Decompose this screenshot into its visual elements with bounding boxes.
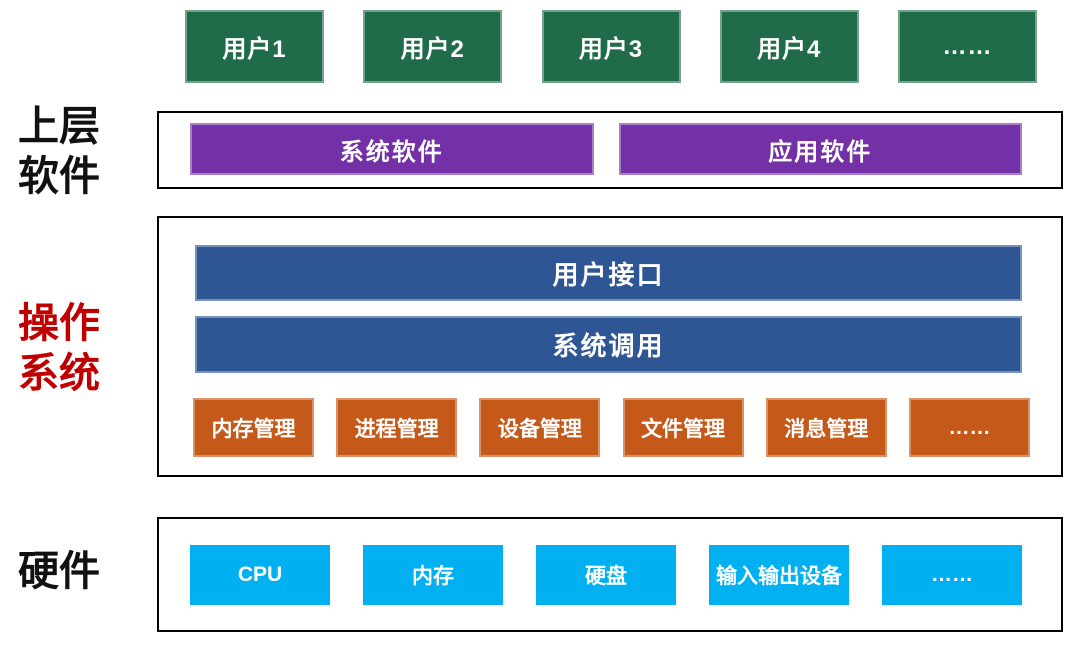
hardware-label: 硬件 (8, 546, 110, 596)
module-box-ellipsis: …… (908, 398, 1030, 457)
user-interface-bar: 用户接口 (195, 245, 1022, 301)
system-software-box: 系统软件 (190, 123, 594, 175)
module-box-process: 进程管理 (336, 398, 458, 457)
user-box-4: 用户4 (719, 10, 859, 83)
users-row: 用户1 用户2 用户3 用户4 …… (185, 10, 1037, 83)
hardware-box-disk: 硬盘 (536, 545, 676, 605)
user-box-1: 用户1 (185, 10, 324, 83)
user-box-ellipsis: …… (898, 10, 1037, 83)
upper-software-label-line-1: 上层 (18, 103, 100, 149)
os-label-line-1: 操作 (18, 300, 100, 346)
os-module-row: 内存管理 进程管理 设备管理 文件管理 消息管理 …… (193, 398, 1030, 457)
module-box-device: 设备管理 (479, 398, 601, 457)
hardware-box-ellipsis: …… (882, 545, 1022, 605)
module-box-message: 消息管理 (765, 398, 887, 457)
os-section: 用户接口 系统调用 内存管理 进程管理 设备管理 文件管理 消息管理 …… (157, 216, 1063, 477)
user-box-3: 用户3 (541, 10, 681, 83)
module-box-memory: 内存管理 (193, 398, 314, 457)
os-label-line-2: 系统 (18, 350, 100, 396)
hardware-box-memory: 内存 (363, 545, 503, 605)
hardware-box-cpu: CPU (190, 545, 330, 605)
application-software-box: 应用软件 (618, 123, 1022, 175)
hardware-box-io: 输入输出设备 (709, 545, 849, 605)
hardware-row: CPU 内存 硬盘 输入输出设备 …… (190, 545, 1022, 605)
os-label: 操作 系统 (8, 298, 110, 398)
software-row: 系统软件 应用软件 (190, 123, 1022, 175)
system-call-bar: 系统调用 (195, 316, 1022, 373)
upper-software-label: 上层 软件 (8, 101, 110, 201)
hardware-label-line-1: 硬件 (18, 548, 100, 594)
upper-software-section: 系统软件 应用软件 (157, 111, 1063, 189)
module-box-file: 文件管理 (622, 398, 744, 457)
hardware-section: CPU 内存 硬盘 输入输出设备 …… (157, 517, 1063, 632)
upper-software-label-line-2: 软件 (18, 153, 100, 199)
user-box-2: 用户2 (363, 10, 503, 83)
